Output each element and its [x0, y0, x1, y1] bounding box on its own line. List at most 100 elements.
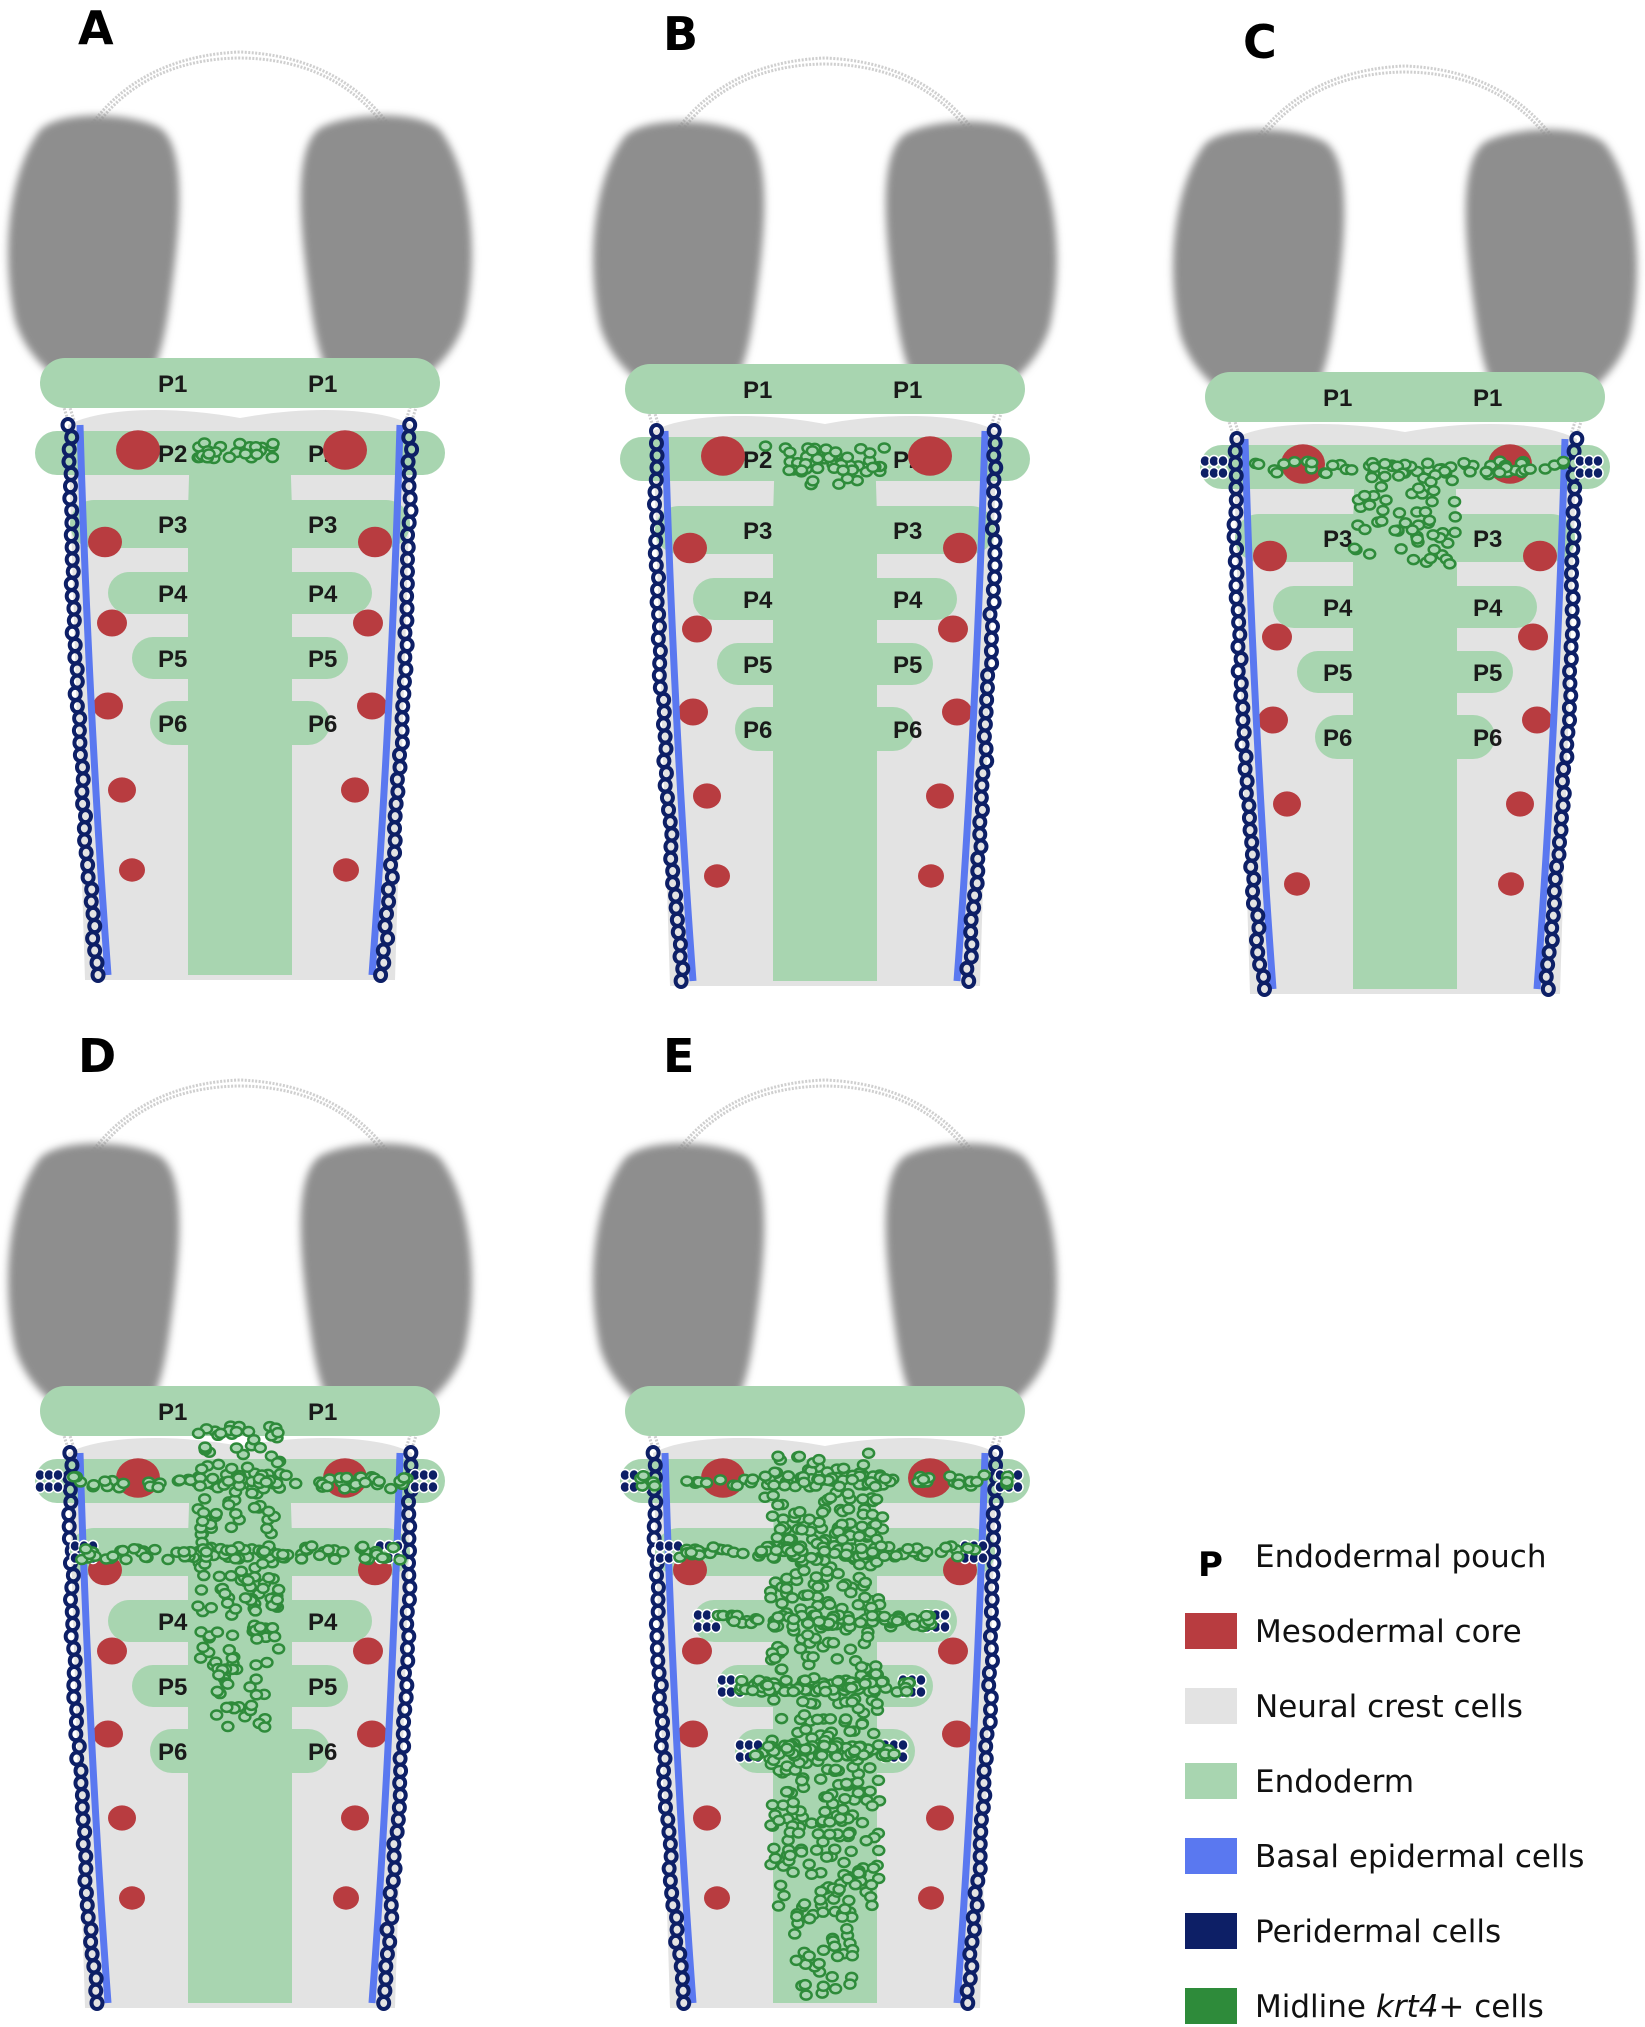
krt4-cell — [266, 437, 280, 450]
krt4-cell — [919, 1546, 934, 1558]
krt4-cell — [197, 1493, 212, 1505]
krt4-cell — [250, 1633, 264, 1645]
krt4-cell — [224, 1521, 239, 1534]
krt4-cell — [1376, 504, 1390, 517]
peridermal-cell — [399, 612, 415, 629]
pouch-label-p3-left: P3 — [158, 512, 187, 539]
krt4-cell — [745, 1684, 760, 1697]
krt4-cell — [797, 1709, 812, 1721]
pouch-label-p4-right: P4 — [893, 587, 923, 614]
krt4-cell — [372, 1475, 386, 1488]
krt4-cell — [865, 1899, 879, 1912]
mesodermal-core — [1273, 791, 1301, 817]
krt4-cell — [766, 1489, 780, 1502]
krt4-cell — [1287, 455, 1302, 468]
krt4-cell — [1251, 458, 1266, 470]
mesodermal-core — [682, 615, 712, 643]
basal-epidermal-left — [76, 424, 112, 976]
krt4-cell — [810, 1713, 825, 1726]
krt4-cell — [839, 1548, 854, 1561]
krt4-cell — [950, 1551, 965, 1563]
panel-letter: B — [663, 7, 698, 61]
mesodermal-core — [938, 1637, 968, 1665]
peridermal-cell — [376, 1995, 392, 2011]
peridermal-cell — [90, 967, 106, 983]
krt4-cell — [799, 1723, 813, 1736]
basal-epidermal-right — [1533, 438, 1569, 990]
peridermal-cell — [1540, 981, 1556, 997]
krt4-cell — [220, 1597, 235, 1609]
krt4-cell — [844, 1586, 858, 1599]
endodermal-pouch-3 — [1235, 514, 1575, 562]
mesodermal-core — [341, 1805, 369, 1831]
peridermal-cell — [648, 1616, 664, 1633]
krt4-cell — [798, 1674, 812, 1686]
legend-swatch — [1185, 1838, 1237, 1874]
krt4-cell — [812, 1473, 827, 1486]
peridermal-cell — [66, 1689, 82, 1706]
krt4-cell — [802, 1912, 817, 1925]
krt4-cell — [845, 1696, 859, 1708]
peridermal-cell — [648, 557, 664, 574]
krt4-cell — [797, 1564, 811, 1577]
krt4-cell — [339, 1471, 354, 1484]
peridermal-cell — [68, 1726, 84, 1743]
krt4-cell — [265, 1622, 280, 1634]
peridermal-cell — [398, 661, 414, 678]
krt4-cell — [209, 1507, 223, 1520]
mesodermal-core — [333, 1886, 359, 1910]
krt4-cell — [771, 1900, 786, 1912]
basal-epidermal-left — [661, 1452, 697, 2004]
krt4-cell — [794, 1846, 809, 1858]
krt4-cell — [828, 446, 843, 458]
krt4-cell — [899, 1685, 914, 1698]
peridermal-contact-cell — [710, 1620, 722, 1634]
peridermal-cell — [402, 490, 418, 507]
peridermal-cell — [1230, 602, 1246, 619]
krt4-cell — [874, 1540, 888, 1552]
krt4-cell — [1367, 461, 1381, 474]
pouch-label-p6-right: P6 — [893, 717, 922, 744]
peridermal-cell — [64, 1603, 80, 1620]
legend-item-1: Mesodermal core — [1185, 1613, 1522, 1650]
krt4-cell — [817, 1545, 832, 1557]
peridermal-cell — [394, 734, 410, 751]
pouch-label-p3-left: P3 — [1323, 526, 1352, 553]
krt4-cell — [812, 1615, 826, 1628]
krt4-cell — [1443, 558, 1457, 570]
peridermal-cell — [650, 1652, 666, 1669]
krt4-cell — [802, 1858, 816, 1870]
krt4-cell — [951, 1478, 966, 1490]
krt4-cell — [1492, 466, 1507, 479]
krt4-cell — [680, 1475, 694, 1487]
krt4-cell — [78, 1543, 93, 1555]
krt4-cell — [684, 1546, 698, 1559]
krt4-cell — [1426, 529, 1440, 541]
peridermal-cell — [1228, 589, 1244, 606]
krt4-cell — [735, 1674, 749, 1687]
krt4-cell — [647, 1480, 662, 1492]
peridermal-cell — [1565, 614, 1581, 631]
krt4-cell — [1448, 511, 1463, 523]
krt4-cell — [198, 1441, 212, 1453]
krt4-cell — [840, 451, 855, 464]
krt4-cell — [878, 1472, 892, 1485]
krt4-cell — [810, 462, 825, 475]
krt4-cell — [1427, 543, 1441, 556]
eye-left — [8, 1143, 180, 1427]
peridermal-cell — [651, 1665, 667, 1681]
krt4-cell — [261, 1505, 276, 1518]
pouch-label-p1-left: P1 — [158, 371, 187, 398]
krt4-cell — [229, 1442, 244, 1454]
krt4-cell — [267, 1630, 282, 1643]
krt4-cell — [279, 1469, 293, 1481]
krt4-cell — [871, 1844, 886, 1857]
peridermal-cell — [64, 624, 80, 641]
basal-epidermal-left — [1241, 438, 1277, 990]
krt4-cell — [780, 1742, 794, 1755]
krt4-cell — [260, 1522, 274, 1535]
krt4-cell — [204, 1601, 219, 1614]
krt4-cell — [225, 1652, 240, 1664]
krt4-cell — [811, 1581, 825, 1593]
